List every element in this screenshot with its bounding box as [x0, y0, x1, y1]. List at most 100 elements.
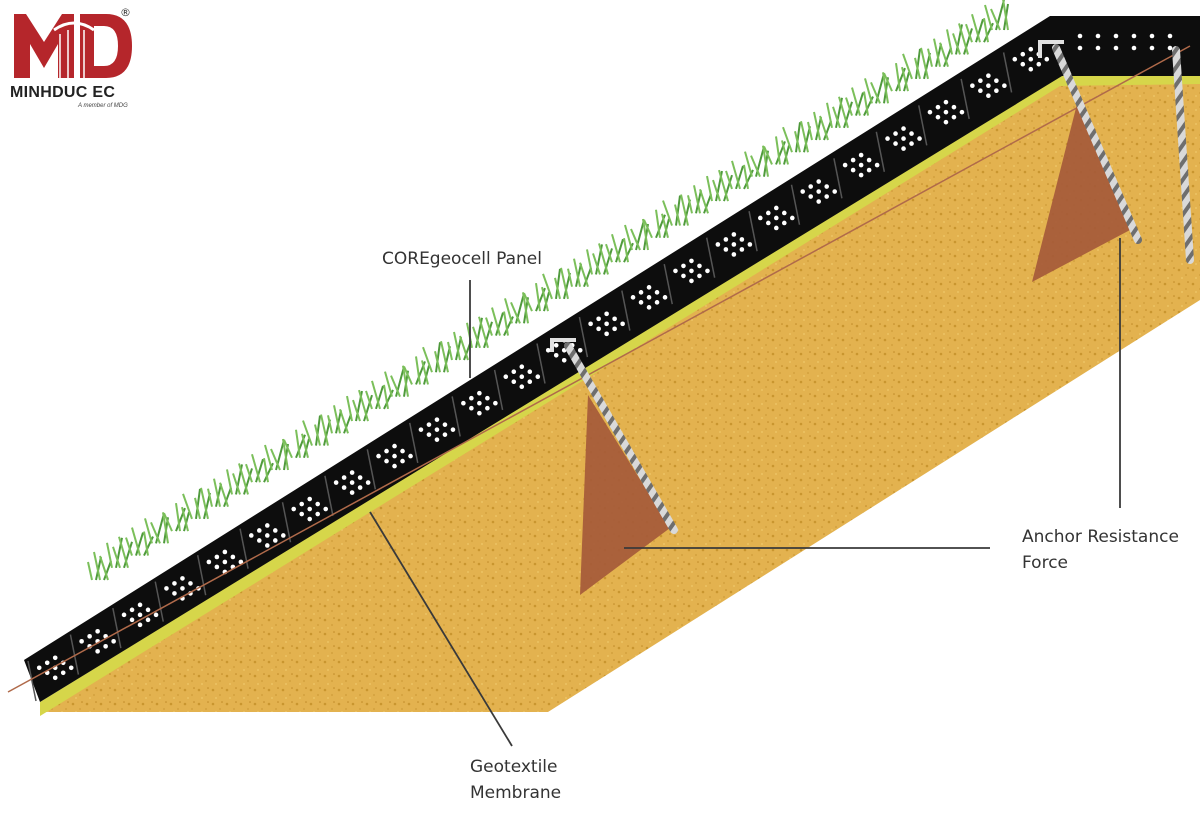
grass-blade [863, 96, 874, 116]
grass-blade [402, 365, 409, 397]
geocell-perforation [808, 184, 814, 189]
geocell-perforation [757, 215, 763, 221]
grass-blade [390, 375, 401, 398]
geocell-perforation [545, 347, 551, 353]
grass-blade [863, 91, 869, 116]
geocell-perforation [747, 242, 753, 247]
geocell-perforation [264, 523, 270, 528]
geocell-perforation [773, 225, 779, 231]
geocell-perforation [638, 300, 644, 305]
geocell-perforation [723, 247, 729, 252]
geocell-perforation [1036, 61, 1042, 67]
grass-blade [295, 429, 301, 458]
grass-blade [914, 57, 921, 80]
geocell-divider [451, 396, 461, 437]
grass-blade [680, 194, 689, 226]
geocell-perforation [485, 395, 490, 401]
grass-blade [813, 111, 821, 141]
anchor-rod-1 [564, 342, 678, 534]
geocell-perforation [280, 533, 286, 538]
geocell-perforation [874, 162, 880, 168]
grass-blade [245, 463, 253, 483]
geocell-perforation [986, 93, 991, 98]
geocell-perforation [994, 88, 999, 93]
grass-blade [375, 385, 384, 410]
geocell-perforation [1044, 56, 1050, 62]
grass-blade [611, 233, 621, 263]
geocell-perforation [214, 554, 220, 560]
geocell-perforation [44, 660, 50, 666]
geocell-perforation [816, 179, 822, 184]
geocell-perforation [943, 119, 949, 125]
geocell-perforation [511, 379, 517, 385]
geocell-perforation [519, 364, 525, 370]
geocell-perforation [917, 136, 922, 141]
grass-blade [495, 312, 504, 336]
leader-geotextile [369, 511, 513, 747]
grass-blade [794, 130, 801, 153]
geocell-perforation [1020, 51, 1026, 57]
grass-blade [504, 298, 513, 324]
geocell-perforation [349, 490, 355, 495]
grass-blade [952, 33, 961, 55]
grass-blade [902, 53, 913, 80]
grass-blade [523, 292, 533, 312]
grass-blade [175, 507, 186, 532]
grass-blade [352, 399, 361, 422]
grass-blade [1002, 0, 1009, 31]
geocell-perforation [392, 443, 397, 449]
grass-blade [915, 48, 921, 80]
grass-blade [655, 214, 666, 239]
grass-blade [939, 42, 949, 67]
grass-blade [301, 433, 309, 459]
geocell-perforation [858, 162, 864, 168]
geocell-perforation [561, 357, 567, 363]
grass-blade [870, 81, 881, 104]
geocell-perforation [79, 639, 84, 644]
grass-blade [415, 361, 426, 385]
grass-blade [800, 121, 809, 153]
geocell-perforation [739, 237, 745, 242]
grass-blade [762, 145, 769, 177]
geocell-perforation [188, 581, 193, 586]
grass-blade [838, 96, 849, 129]
geocell-perforation [384, 448, 389, 454]
geocell-perforation [970, 83, 975, 88]
geocell-perforation [901, 136, 906, 141]
geocell-perforation [612, 326, 617, 332]
geocell-perforation [731, 242, 737, 247]
geocell-divider [366, 449, 377, 490]
grass-blade [687, 195, 693, 214]
grass-blade [984, 4, 993, 31]
geocell-perforation [434, 437, 440, 442]
geocell-perforation [596, 316, 601, 322]
geocell-perforation [164, 586, 169, 591]
geocell-perforation [1028, 66, 1034, 72]
geocell-perforation [858, 152, 864, 158]
geocell-perforation [137, 612, 143, 618]
geocell-perforation [36, 665, 42, 671]
grass-blade [693, 185, 701, 214]
geocell-perforation [800, 189, 806, 194]
grass-blade [251, 453, 261, 483]
grass-blade [743, 169, 754, 190]
label-geotextile-line1: Geotextile [470, 757, 558, 777]
grass-blade [270, 448, 281, 471]
geocell-perforation [866, 157, 872, 163]
geocell-divider [960, 78, 970, 120]
grass-blade [365, 390, 373, 410]
grass-blade [946, 29, 953, 55]
geocell-perforation [1077, 33, 1083, 39]
grass-blade [339, 409, 349, 434]
grass-blade [358, 389, 369, 422]
grass-blade [655, 209, 661, 238]
grass-blade [383, 384, 389, 410]
geocell-divider [112, 607, 122, 649]
geocell-perforation [951, 114, 957, 120]
geocell-panel [24, 16, 1200, 702]
geocell-perforation [230, 554, 236, 560]
grass-blade [510, 301, 521, 324]
geocell-perforation [630, 295, 636, 300]
geocell-perforation [577, 347, 583, 353]
